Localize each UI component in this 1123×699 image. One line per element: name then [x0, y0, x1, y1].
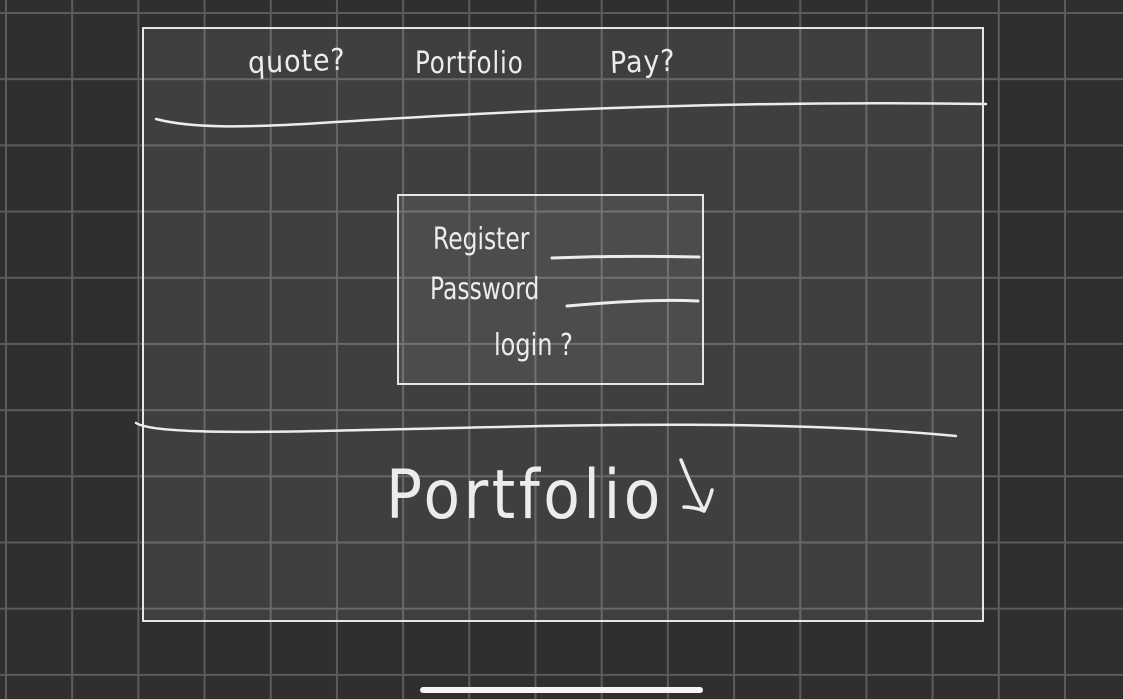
login-button[interactable]: login ? — [494, 328, 573, 363]
home-indicator — [420, 687, 703, 693]
login-box — [397, 194, 704, 385]
arrow-down-right-icon — [679, 458, 714, 513]
nav-item-portfolio[interactable]: Portfolio — [415, 46, 524, 81]
nav-item-pay[interactable]: Pay? — [609, 43, 677, 81]
nav-item-quote[interactable]: quote? — [247, 42, 347, 81]
portfolio-heading: Portfolio — [386, 456, 664, 535]
register-field[interactable] — [550, 254, 701, 260]
password-field[interactable] — [565, 298, 700, 308]
header-divider — [154, 102, 988, 128]
password-label: Password — [430, 272, 540, 307]
register-label: Register — [433, 222, 530, 257]
section-divider — [134, 421, 958, 438]
